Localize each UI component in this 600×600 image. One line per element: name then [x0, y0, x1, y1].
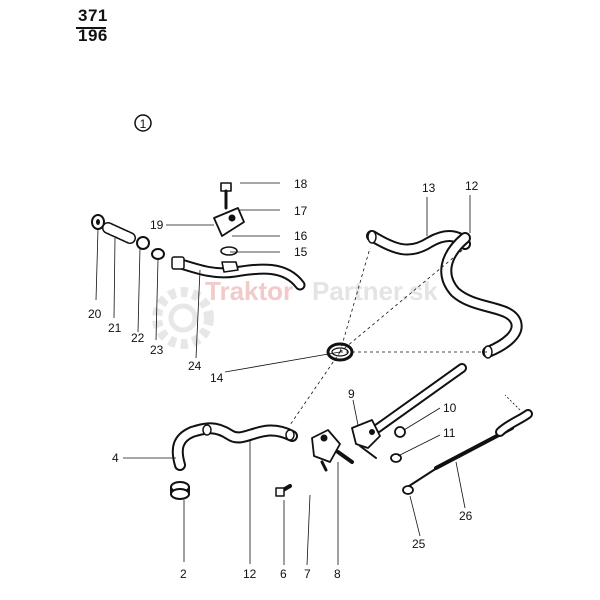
- watermark-text-partner: Partner.sk: [312, 276, 438, 306]
- callout-15: 15: [294, 245, 308, 259]
- callout-7: 7: [304, 567, 311, 581]
- callout-2: 2: [180, 567, 187, 581]
- watermark-gear-icon: [152, 287, 214, 349]
- callout-22: 22: [131, 331, 145, 345]
- callout-10: 10: [443, 401, 457, 415]
- watermark-text-traktor: Traktor: [205, 276, 293, 306]
- nut-23: [151, 248, 165, 260]
- nut-10: [394, 426, 406, 438]
- callout-23: 23: [150, 343, 164, 357]
- hose-24: [171, 256, 306, 291]
- valve-8: [311, 429, 354, 472]
- callout-19: 19: [150, 218, 164, 232]
- pipe-12-right: [440, 232, 523, 359]
- callout-12-top: 12: [465, 179, 479, 193]
- fitting-2: [170, 481, 190, 500]
- callout-6: 6: [280, 567, 287, 581]
- callout-17: 17: [294, 204, 308, 218]
- page-number-divider: [76, 27, 106, 29]
- callout-12-bottom: 12: [243, 567, 257, 581]
- screw-18: [220, 182, 232, 210]
- washer-16: [220, 246, 238, 256]
- page-number-top: 371: [78, 6, 108, 25]
- callout-16: 16: [294, 229, 308, 243]
- callout-14: 14: [210, 371, 224, 385]
- cable-26: [405, 409, 533, 489]
- page-number-bottom: 196: [78, 26, 108, 45]
- ring-25: [402, 485, 414, 495]
- callout-25: 25: [412, 537, 426, 551]
- nut-15: [221, 261, 239, 273]
- screw-6: [275, 484, 292, 497]
- bracket-19: [213, 207, 245, 237]
- callout-24: 24: [188, 359, 202, 373]
- callout-26: 26: [459, 509, 473, 523]
- callout-4: 4: [112, 451, 119, 465]
- leader-lines: [95, 182, 521, 566]
- nut-22: [136, 236, 150, 250]
- callout-11: 11: [443, 426, 456, 440]
- figure-marker: 1: [134, 114, 152, 132]
- pipe-valve-upper: [373, 363, 467, 433]
- callout-8: 8: [334, 567, 341, 581]
- callout-20: 20: [88, 307, 102, 321]
- spring-21: [102, 222, 136, 244]
- pipe-12-bottom: [171, 422, 298, 471]
- callout-21: 21: [108, 321, 122, 335]
- callout-9: 9: [348, 387, 355, 401]
- svg-text:1: 1: [140, 117, 147, 131]
- callout-18: 18: [294, 177, 308, 191]
- callout-labels: 18 17 19 16 15 13 12 20 21 22 23 24 14 9…: [88, 177, 479, 581]
- callout-13: 13: [422, 181, 436, 195]
- tap-9: [351, 419, 381, 459]
- watermark: Traktor Partner.sk: [152, 276, 438, 349]
